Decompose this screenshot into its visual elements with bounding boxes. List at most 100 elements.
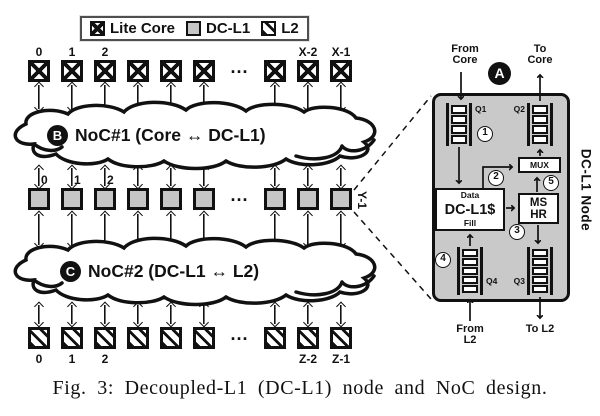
lite-core-row: 0 1 2 ... X-2 X-1 — [28, 46, 352, 82]
noc2-cloud-label: C NoC#2 (DC-L1 ↔ L2) — [60, 261, 259, 282]
cache-fill-port-label: Fill — [463, 218, 477, 228]
queue-slot — [532, 276, 548, 284]
noc1-title: NoC#1 (Core ↔ DC-L1) — [75, 125, 266, 145]
lite-core-box — [94, 60, 116, 82]
l2-swatch-icon — [261, 21, 277, 36]
legend-label: Lite Core — [110, 20, 176, 37]
bidir-arrow — [28, 83, 50, 111]
dc-l1-cache-box: Data DC-L1$ Fill — [435, 188, 505, 231]
dcl1-node: 0 — [28, 174, 50, 210]
ellipsis: ... — [230, 323, 249, 344]
mux-label: MUX — [530, 159, 549, 170]
core-node — [264, 60, 286, 82]
core-node: 1 — [61, 46, 83, 82]
dcl1-node: 2 — [94, 174, 116, 210]
lite-core-box — [193, 60, 215, 82]
l2-node — [264, 327, 286, 349]
dcl1-side-label: Y-1 — [355, 190, 369, 210]
legend-item-l2: L2 — [261, 20, 299, 37]
dcl1-node — [297, 188, 319, 210]
bidir-arrow — [193, 166, 215, 188]
l2-box — [264, 327, 286, 349]
bidir-arrow — [264, 303, 286, 326]
bidir-arrow — [297, 212, 319, 247]
lite-core-box — [330, 60, 352, 82]
dc-l1-box — [28, 188, 50, 210]
legend-label: DC-L1 — [206, 20, 251, 37]
step-3-marker: 3 — [509, 224, 525, 240]
lite-core-box — [160, 60, 182, 82]
bidir-arrow — [94, 166, 116, 188]
bidir-arrow — [160, 83, 182, 111]
from-l2-label: From L2 — [456, 323, 484, 346]
badge-b: B — [47, 125, 68, 146]
l2-node: 0 — [28, 327, 50, 365]
bidir-arrow — [28, 166, 50, 188]
panel-vertical-title: DC-L1 Node — [578, 148, 594, 232]
core-index-label: 1 — [68, 45, 76, 59]
zoom-dashed-line-bottom — [353, 211, 432, 300]
lite-core-box — [28, 60, 50, 82]
l2-box — [127, 327, 149, 349]
l2-box — [61, 327, 83, 349]
core-node: 2 — [94, 46, 116, 82]
step-1-marker: 1 — [477, 126, 493, 142]
bidir-arrow — [160, 212, 182, 247]
to-l2-label: To L2 — [525, 323, 555, 335]
core-index-label: 2 — [101, 45, 109, 59]
l2-box — [193, 327, 215, 349]
legend-item-lite-core: Lite Core — [90, 20, 175, 37]
lite-core-box — [264, 60, 286, 82]
core-node: 0 — [28, 46, 50, 82]
to-core-label: To Core — [527, 43, 553, 66]
queue-slot — [451, 125, 467, 134]
bidir-arrow — [160, 166, 182, 188]
bidir-arrow — [330, 303, 352, 326]
l2-box — [330, 327, 352, 349]
core-index-label: X-1 — [331, 45, 351, 59]
l2-index-label: 2 — [101, 352, 109, 366]
figure-caption: Fig. 3: Decoupled-L1 (DC-L1) node and No… — [52, 377, 548, 399]
bidir-arrow — [127, 303, 149, 326]
bidir-arrow — [330, 83, 352, 111]
badge-a: A — [488, 62, 511, 85]
queue-slot — [532, 249, 548, 257]
queue-slot — [532, 285, 548, 293]
bidir-arrow — [330, 212, 352, 247]
queue-slot — [532, 105, 548, 114]
bidir-arrow — [160, 303, 182, 326]
queue-slot — [462, 258, 478, 266]
queue-slot — [532, 125, 548, 134]
l2-box — [28, 327, 50, 349]
l2-node: Z-2 — [297, 327, 319, 365]
bidir-arrow — [127, 83, 149, 111]
dc-l1-box — [297, 188, 319, 210]
bidir-arrow — [297, 83, 319, 111]
l2-index-label: Z-1 — [332, 352, 350, 366]
l2-index-label: 1 — [68, 352, 76, 366]
dc-l1-box — [193, 188, 215, 210]
bidir-arrow — [61, 83, 83, 111]
legend-label: L2 — [281, 20, 299, 37]
queue-slot — [451, 135, 467, 144]
l2-node: Z-1 — [330, 327, 352, 365]
l2-index-label: Z-2 — [299, 352, 317, 366]
gap — [226, 83, 253, 111]
bidir-arrow — [61, 303, 83, 326]
bidir-arrow — [193, 212, 215, 247]
cache-name: DC-L1$ — [444, 201, 496, 218]
dcl1-index-label: 1 — [74, 173, 81, 187]
queue-slot — [462, 267, 478, 275]
bidir-arrow — [127, 212, 149, 247]
queue-slot — [462, 276, 478, 284]
dcl1-node — [193, 188, 215, 210]
dcl1-node: 1 — [61, 174, 83, 210]
dc-l1-box — [94, 188, 116, 210]
bidir-arrow — [94, 83, 116, 111]
core-index-label: X-2 — [298, 45, 318, 59]
dc-l1-box — [264, 188, 286, 210]
bidir-arrow — [193, 303, 215, 326]
dc-l1-box — [127, 188, 149, 210]
dc-l1-row: 0 1 2 ... — [28, 174, 352, 210]
